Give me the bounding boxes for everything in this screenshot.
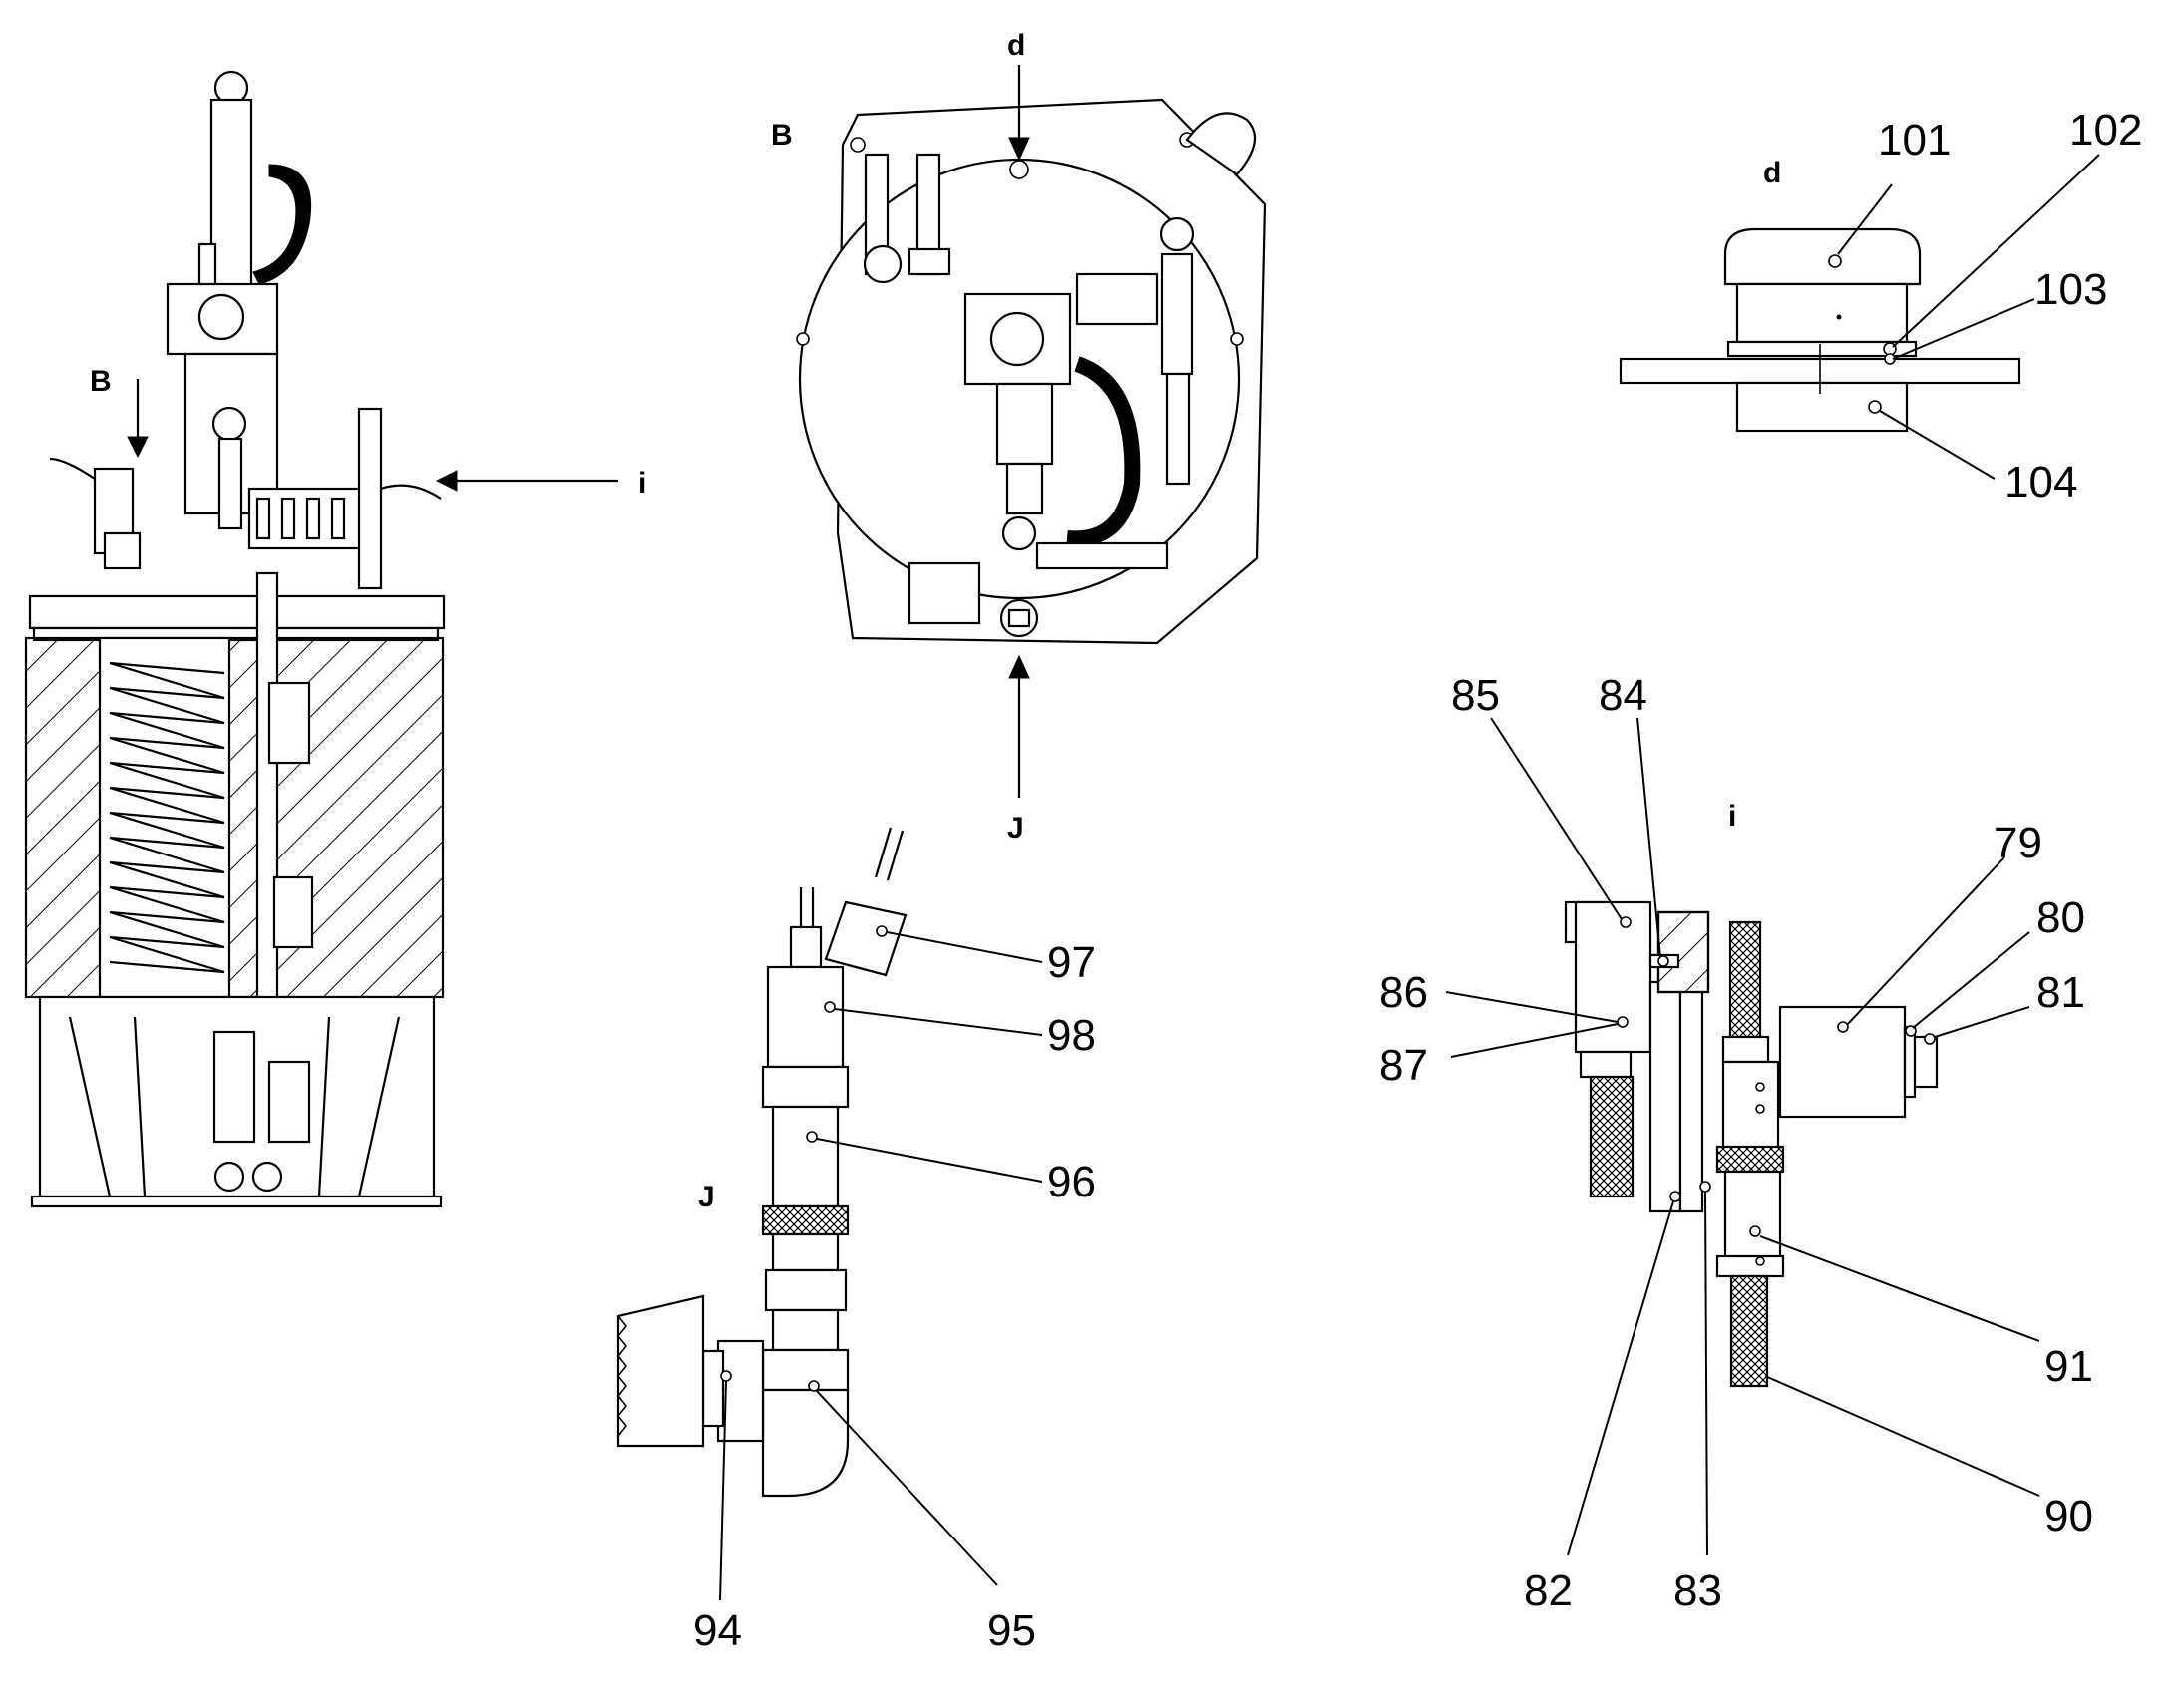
callout-91: 91 [2044,1342,2093,1391]
view-label-j-arrow: J [1007,812,1024,845]
detail-i-sensor-mount [1445,717,2040,1556]
callout-87: 87 [1379,1041,1428,1090]
callout-103: 103 [2034,265,2107,314]
callout-95: 95 [987,1606,1036,1655]
callout-97: 97 [1047,938,1096,987]
callout-104: 104 [2004,458,2077,507]
callout-82: 82 [1524,1566,1573,1615]
coil-spring [109,661,225,974]
main-assembly-side-view [24,70,618,1208]
callout-101: 101 [1878,116,1951,165]
detail-j-fitting [616,827,1043,1601]
callout-86: 86 [1379,968,1428,1017]
callout-79: 79 [1994,819,2042,867]
view-label-b-arrow: B [90,365,112,398]
callout-96: 96 [1047,1158,1096,1206]
detail-d-breather [1619,154,2100,480]
view-label-d: d [1763,157,1781,189]
callout-102: 102 [2069,106,2142,155]
view-label-i: i [1728,800,1736,833]
callout-90: 90 [2044,1492,2093,1540]
view-label-b: B [771,119,793,152]
callout-85: 85 [1451,671,1500,720]
callout-80: 80 [2036,893,2085,942]
callout-94: 94 [693,1606,742,1655]
view-b-top-view [796,65,1267,798]
view-label-i-arrow: i [638,467,646,500]
callout-83: 83 [1673,1566,1722,1615]
callout-84: 84 [1599,671,1647,720]
view-label-j: J [698,1181,715,1213]
view-label-d-arrow: d [1007,29,1025,62]
callout-98: 98 [1047,1011,1096,1060]
callout-81: 81 [2036,968,2085,1017]
